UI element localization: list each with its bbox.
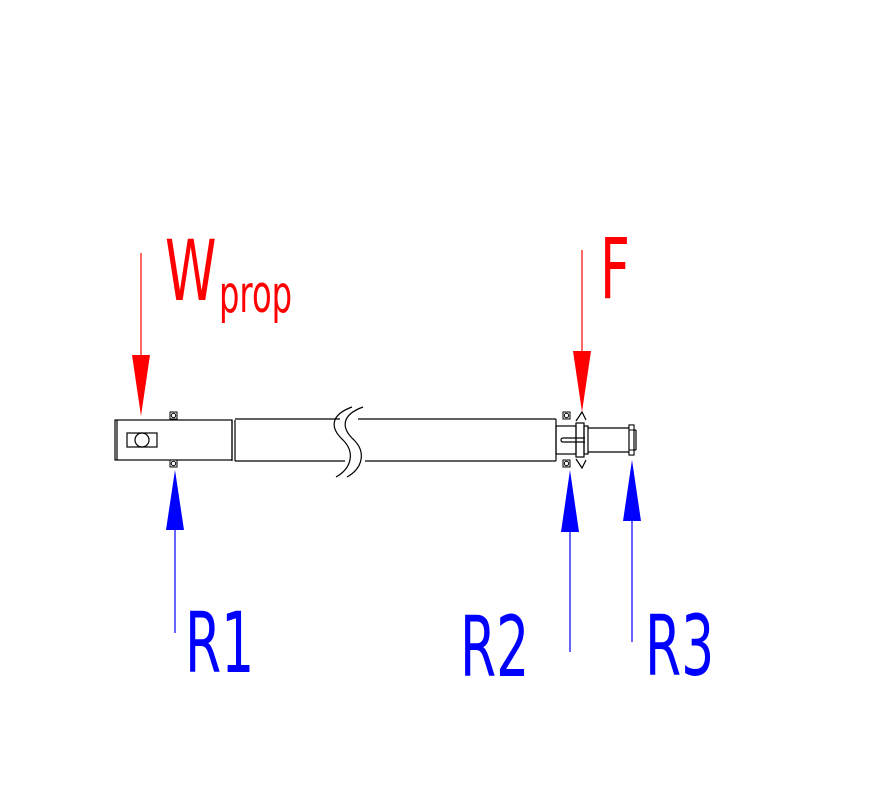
bearing-2-top — [562, 411, 571, 420]
pin-hole — [134, 432, 150, 448]
label-wprop: Wprop — [165, 223, 292, 325]
label-wprop-sub: prop — [219, 265, 292, 325]
label-r2: R2 — [460, 599, 529, 696]
load-arrow-wprop — [132, 253, 150, 416]
bearing-3-bottom — [628, 449, 635, 456]
slot — [126, 432, 158, 448]
left-hub — [114, 419, 233, 461]
label-r1: R1 — [185, 595, 254, 692]
reaction-arrow-r3 — [623, 460, 641, 642]
label-wprop-main: W — [165, 223, 216, 320]
bearing-2-bottom — [562, 459, 571, 468]
label-f: F — [600, 221, 630, 318]
shaft — [114, 406, 637, 478]
break-symbol — [333, 406, 353, 478]
bearing-1-bottom — [169, 459, 178, 468]
bearing-3-top — [628, 424, 635, 431]
load-arrow-f — [573, 250, 591, 412]
label-r3: R3 — [645, 598, 714, 695]
reaction-arrow-r1 — [166, 470, 184, 633]
bearing-1-top — [169, 411, 178, 420]
bearings — [169, 411, 635, 468]
reaction-arrow-r2 — [561, 470, 579, 652]
